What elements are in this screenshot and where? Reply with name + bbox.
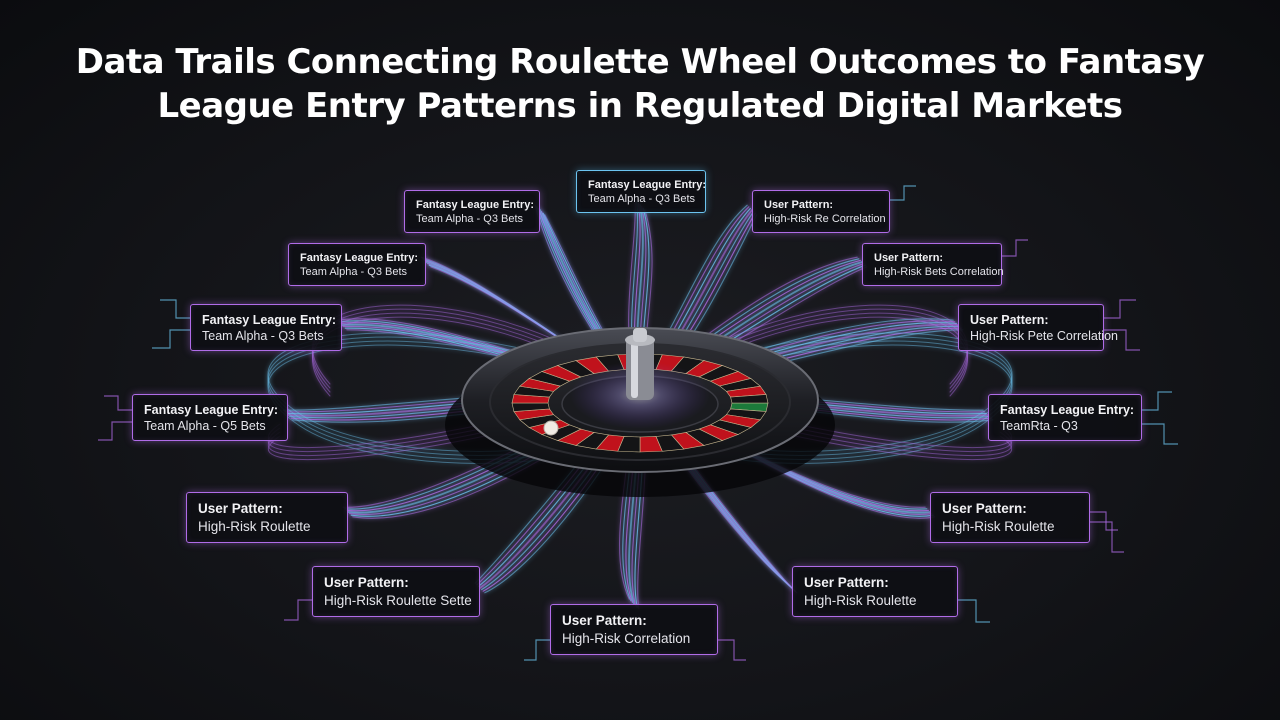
circuit-trace (1104, 299, 1136, 319)
user-pattern-card: User Pattern: High-Risk Bets Correlation (862, 243, 1004, 286)
fantasy-entry-card: Fantasy League Entry: Team Alpha - Q3 Be… (576, 170, 706, 213)
card-detail: High-Risk Roulette Sette (324, 593, 472, 608)
card-detail: High-Risk Roulette (942, 519, 1055, 534)
roulette-wheel (445, 327, 835, 497)
user-pattern-card: User Pattern: High-Risk Roulette (186, 492, 348, 543)
circuit-trace (1142, 391, 1172, 411)
card-detail: High-Risk Pete Correlation (970, 329, 1118, 343)
card-detail: Team Alpha - Q3 Bets (416, 213, 523, 225)
circuit-trace (524, 639, 550, 661)
card-detail: High-Risk Correlation (562, 631, 691, 646)
circuit-trace (160, 299, 190, 319)
circuit-trace (1002, 239, 1028, 257)
circuit-trace (890, 185, 916, 201)
card-heading: User Pattern: (804, 575, 889, 590)
circuit-trace (104, 395, 132, 411)
card-detail: High-Risk Re Correlation (764, 213, 886, 225)
card-detail: High-Risk Bets Correlation (874, 266, 1004, 278)
circuit-trace (152, 329, 190, 349)
fantasy-entry-card: Fantasy League Entry: Team Alpha - Q3 Be… (190, 304, 342, 351)
user-pattern-card: User Pattern: High-Risk Re Correlation (752, 190, 890, 233)
circuit-trace (1104, 329, 1140, 351)
card-heading: Fantasy League Entry: (588, 179, 706, 191)
card-heading: User Pattern: (970, 313, 1049, 327)
wheel-pocket (730, 394, 769, 404)
circuit-trace (718, 639, 746, 661)
title-line-2: League Entry Patterns in Regulated Digit… (157, 86, 1123, 126)
card-detail: Team Alpha - Q3 Bets (202, 329, 324, 343)
title-line-1: Data Trails Connecting Roulette Wheel Ou… (75, 42, 1205, 82)
fantasy-entry-card: Fantasy League Entry: Team Alpha - Q3 Be… (288, 243, 426, 286)
card-heading: User Pattern: (562, 613, 647, 628)
card-heading: User Pattern: (324, 575, 409, 590)
card-heading: Fantasy League Entry: (144, 403, 279, 417)
card-heading: Fantasy League Entry: (1000, 403, 1135, 417)
fantasy-entry-card: Fantasy League Entry: Team Alpha - Q5 Be… (132, 394, 288, 441)
page-title: Data Trails Connecting Roulette Wheel Ou… (0, 40, 1280, 128)
card-detail: High-Risk Roulette (198, 519, 311, 534)
circuit-trace (958, 599, 990, 623)
card-heading: Fantasy League Entry: (416, 199, 534, 211)
fantasy-entry-card: Fantasy League Entry: TeamRta - Q3 (988, 394, 1142, 441)
wheel-spindle (625, 328, 655, 400)
fantasy-entry-card: Fantasy League Entry: Team Alpha - Q3 Be… (404, 190, 540, 233)
card-detail: Team Alpha - Q5 Bets (144, 419, 266, 433)
card-heading: User Pattern: (942, 501, 1027, 516)
card-detail: Team Alpha - Q3 Bets (588, 193, 695, 205)
card-heading: User Pattern: (764, 199, 834, 211)
circuit-trace (98, 421, 132, 441)
circuit-trace (1142, 423, 1178, 445)
user-pattern-card: User Pattern: High-Risk Pete Correlation (958, 304, 1118, 351)
roulette-ball (543, 420, 559, 436)
card-heading: User Pattern: (198, 501, 283, 516)
card-heading: User Pattern: (874, 252, 944, 264)
circuit-trace (1090, 521, 1124, 553)
card-heading: Fantasy League Entry: (202, 313, 337, 327)
card-detail: TeamRta - Q3 (1000, 419, 1078, 433)
user-pattern-card: User Pattern: High-Risk Roulette (930, 492, 1090, 543)
circuit-trace (1090, 511, 1118, 531)
user-pattern-card: User Pattern: High-Risk Roulette Sette (312, 566, 480, 617)
wheel-pockets (511, 353, 769, 453)
circuit-traces (98, 185, 1178, 661)
card-detail: Team Alpha - Q3 Bets (300, 266, 407, 278)
user-pattern-card: User Pattern: High-Risk Correlation (550, 604, 718, 655)
card-detail: High-Risk Roulette (804, 593, 917, 608)
circuit-trace (284, 599, 312, 621)
card-heading: Fantasy League Entry: (300, 252, 418, 264)
user-pattern-card: User Pattern: High-Risk Roulette (792, 566, 958, 617)
